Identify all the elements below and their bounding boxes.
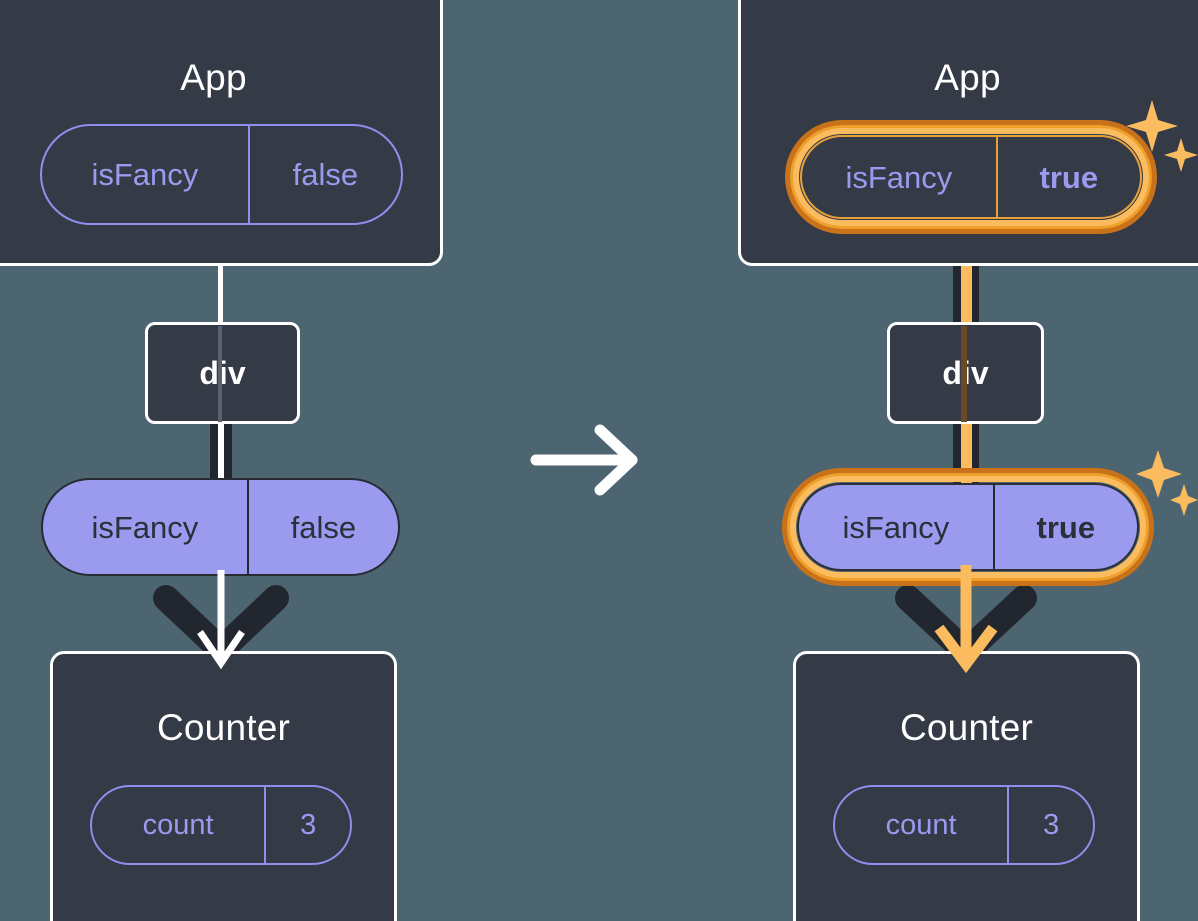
div-box-label-before: div xyxy=(199,354,246,391)
sparkle-icon-prop-after xyxy=(1136,450,1198,516)
counter-title-before: Counter xyxy=(156,707,291,748)
prop-name-after: isFancy xyxy=(842,509,950,545)
app-title-after: App xyxy=(934,57,1001,98)
prop-value-after: true xyxy=(992,485,1137,569)
sparkle-icon-app-after xyxy=(1126,100,1198,172)
prop-pill-before: isFancy false xyxy=(41,478,400,576)
transition-arrow-icon xyxy=(530,424,638,496)
counter-state-value-before: 3 xyxy=(264,787,350,863)
prop-pill-after: isFancy true xyxy=(797,483,1139,571)
connector-through-div-before xyxy=(218,326,222,422)
connector-div-to-prop-core-before xyxy=(218,420,224,486)
app-state-name-before: isFancy xyxy=(91,157,199,192)
counter-state-pill-before: count 3 xyxy=(90,785,352,865)
connector-app-to-div-before xyxy=(218,264,223,326)
counter-title-after: Counter xyxy=(899,707,1034,748)
app-state-pill-before: isFancy false xyxy=(40,124,403,225)
counter-state-name-after: count xyxy=(885,808,957,841)
div-box-before: div xyxy=(145,322,300,424)
connector-app-to-div-core-after xyxy=(961,225,972,330)
prop-value-before: false xyxy=(246,480,398,574)
connector-div-to-prop-core-after xyxy=(961,420,972,486)
counter-state-name-before: count xyxy=(142,808,214,841)
app-state-value-before: false xyxy=(247,126,401,223)
counter-state-pill-after: count 3 xyxy=(833,785,1095,865)
app-state-value-after: true xyxy=(995,137,1140,217)
app-title-before: App xyxy=(180,57,247,98)
connector-through-div-after xyxy=(961,326,967,422)
app-state-name-after: isFancy xyxy=(845,159,953,195)
counter-state-value-after: 3 xyxy=(1007,787,1093,863)
prop-name-before: isFancy xyxy=(91,509,199,545)
app-state-pill-after: isFancy true xyxy=(800,135,1142,219)
